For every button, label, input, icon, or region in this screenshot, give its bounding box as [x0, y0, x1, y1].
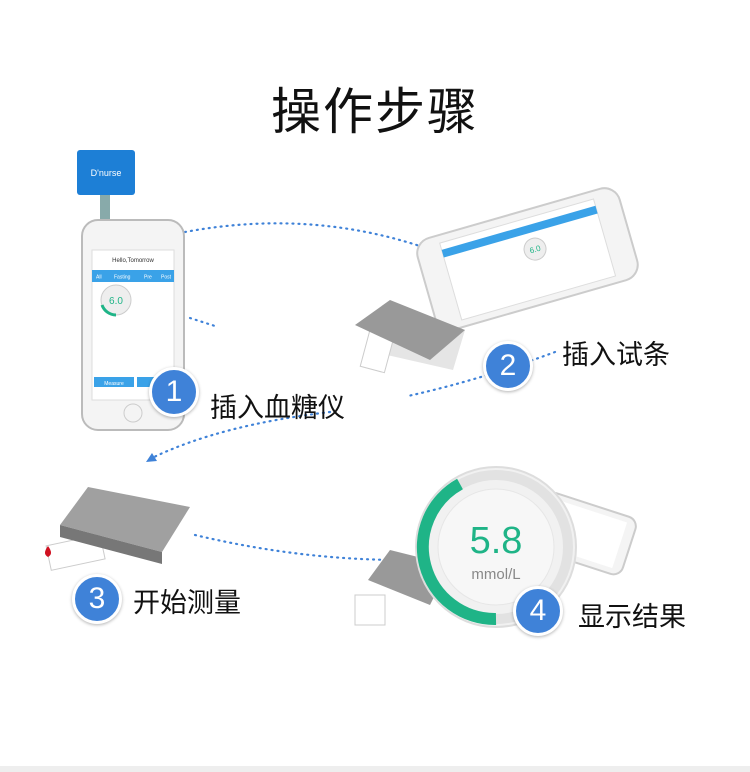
step-3-label: 开始测量	[133, 588, 241, 619]
measure-button: Measure	[104, 381, 124, 387]
arrow-2-to-3b	[150, 410, 332, 460]
app-greeting: Hello,Tomorrow	[112, 258, 154, 264]
phone-reading-2: 6.0	[529, 244, 543, 256]
svg-text:D'nurse: D'nurse	[91, 168, 122, 178]
blue-glucose-meter: D'nurse	[77, 150, 135, 223]
step-2-badge: 2	[483, 341, 533, 391]
blood-drop-icon	[45, 546, 51, 557]
step-4-label: 显示结果	[578, 602, 686, 633]
arrow-head-icon	[146, 453, 157, 462]
bottom-divider	[0, 766, 750, 772]
app-tab-fasting: Fasting	[114, 275, 131, 281]
arrow-1-dots	[188, 316, 217, 328]
arrow-2-to-3a	[406, 350, 557, 398]
silver-glucose-meter-with-strip	[45, 487, 190, 571]
page-title: 操作步骤	[271, 83, 479, 141]
step-1-label: 插入血糖仪	[210, 393, 345, 424]
app-tab-pre: Pre	[144, 275, 152, 281]
step-3-badge: 3	[72, 574, 122, 624]
app-tab-all: All	[96, 275, 102, 281]
silver-glucose-meter	[355, 300, 465, 374]
step-2-label: 插入试条	[562, 340, 670, 371]
phone-reading: 6.0	[109, 296, 123, 307]
step-1-badge: 1	[149, 367, 199, 417]
result-unit: mmol/L	[471, 566, 521, 583]
result-value: 5.8	[469, 520, 523, 562]
step-4-badge: 4	[513, 586, 563, 636]
arrow-3-to-4	[193, 533, 404, 562]
phone-landscape: 6.0	[416, 187, 639, 331]
app-tab-post: Post	[161, 275, 172, 281]
